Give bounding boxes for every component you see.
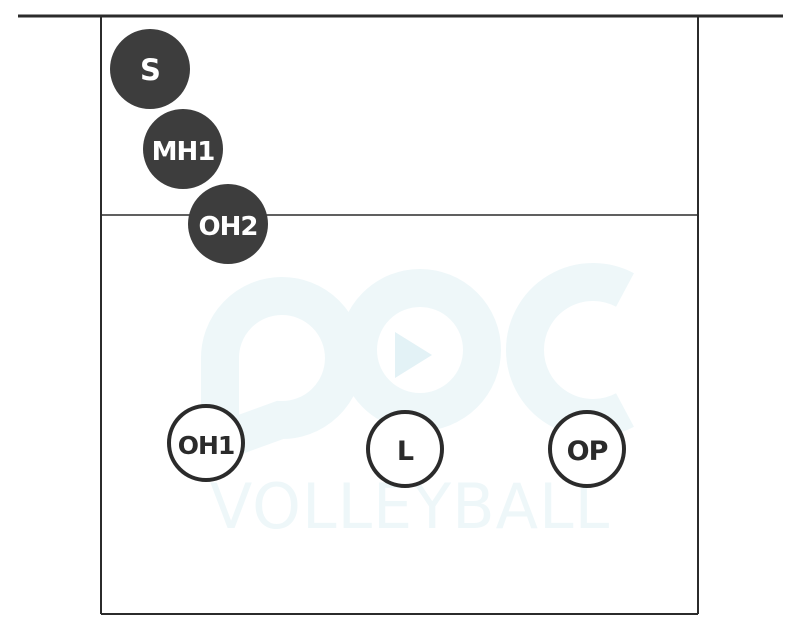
watermark-letter-c bbox=[506, 263, 634, 437]
player-oh1[interactable]: OH1 bbox=[167, 404, 245, 482]
court bbox=[18, 14, 783, 615]
player-oh2-label: OH2 bbox=[199, 212, 258, 242]
player-s[interactable]: S bbox=[110, 29, 190, 109]
player-op[interactable]: OP bbox=[548, 410, 626, 488]
player-mh1[interactable]: MH1 bbox=[143, 109, 223, 189]
player-op-marker bbox=[548, 410, 626, 488]
player-mh1-label: MH1 bbox=[152, 137, 215, 167]
player-oh2[interactable]: OH2 bbox=[188, 184, 268, 264]
play-icon bbox=[395, 332, 432, 378]
player-mh1-marker bbox=[143, 109, 223, 189]
player-op-label: OP bbox=[567, 436, 608, 467]
player-l[interactable]: L bbox=[366, 410, 444, 488]
player-oh1-label: OH1 bbox=[178, 431, 235, 460]
player-l-label: L bbox=[397, 436, 414, 467]
player-l-marker bbox=[366, 410, 444, 488]
player-oh2-marker bbox=[188, 184, 268, 264]
player-s-marker bbox=[110, 29, 190, 109]
watermark-letter-a bbox=[200, 277, 363, 458]
player-oh1-marker bbox=[167, 404, 245, 482]
watermark-letter-o bbox=[339, 269, 501, 431]
player-s-label: S bbox=[140, 53, 160, 87]
